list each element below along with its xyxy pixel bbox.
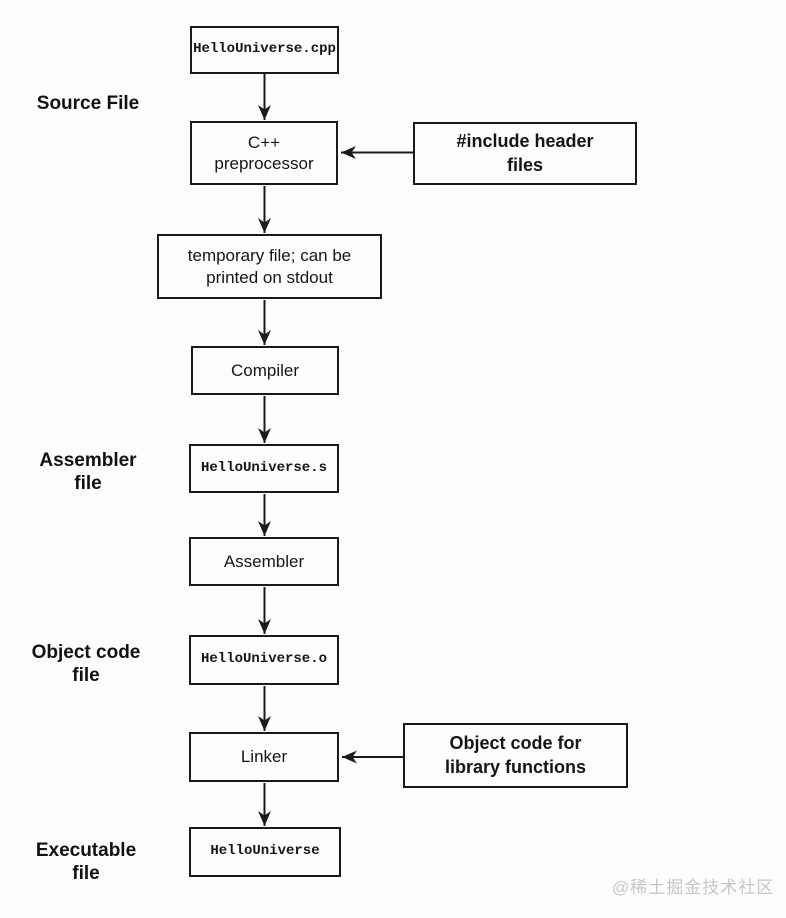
node-assembler: Assembler: [189, 537, 339, 586]
node-include-headers: #include header files: [413, 122, 637, 185]
node-library-object-code: Object code for library functions: [403, 723, 628, 788]
node-assembly-filename: HelloUniverse.s: [189, 444, 339, 493]
node-temp-file: temporary file; can be printed on stdout: [157, 234, 382, 299]
label-assembler-file: Assembler file: [39, 450, 137, 495]
node-linker: Linker: [189, 732, 339, 782]
node-source-filename: HelloUniverse.cpp: [190, 26, 339, 74]
node-executable-filename: HelloUniverse: [189, 827, 341, 877]
node-object-filename: HelloUniverse.o: [189, 635, 339, 685]
label-executable-file: Executable file: [35, 840, 137, 885]
label-source-file: Source File: [36, 93, 140, 114]
label-object-code-file: Object code file: [31, 642, 141, 687]
node-compiler: Compiler: [191, 346, 339, 395]
node-preprocessor: C++ preprocessor: [190, 121, 338, 185]
watermark-text: @稀土掘金技术社区: [612, 878, 775, 897]
